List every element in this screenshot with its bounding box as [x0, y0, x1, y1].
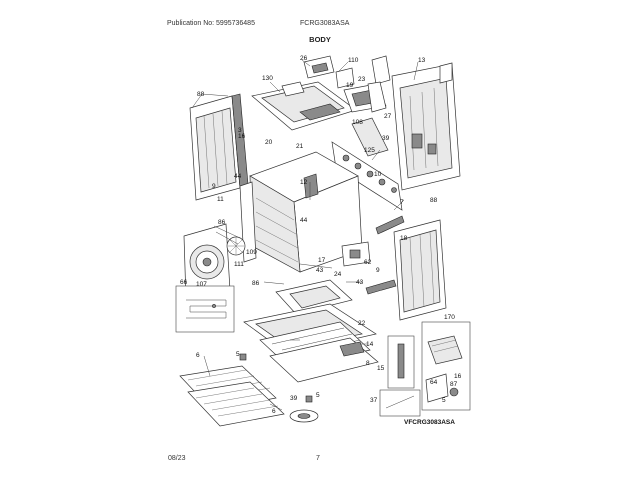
callout-39b: 39 — [290, 395, 298, 402]
callout-14: 14 — [366, 341, 374, 348]
callout-27: 27 — [384, 113, 392, 120]
bottom-burner-pan — [243, 303, 379, 383]
rear-back-panel — [391, 62, 461, 191]
callout-17: 17 — [318, 257, 326, 264]
callout-labels: 88 3 16 9 44 11 86 111 109 107 66 130 26… — [180, 55, 462, 426]
callout-110: 110 — [348, 57, 359, 64]
callout-5: 5 — [236, 351, 240, 358]
callout-16b: 16 — [454, 373, 462, 380]
callout-18: 18 — [400, 235, 408, 242]
callout-23: 23 — [358, 76, 366, 83]
top-cover — [251, 81, 357, 131]
control-panel — [331, 141, 403, 211]
model-number: FCRG3083ASA — [300, 20, 350, 27]
callout-37: 37 — [370, 397, 378, 404]
callout-62: 62 — [364, 259, 372, 266]
bottom-baffle — [263, 263, 362, 315]
footer-page-number: 7 — [316, 455, 320, 462]
callout-5c: 5 — [442, 397, 446, 404]
callout-6: 6 — [196, 352, 200, 359]
broil-element-inset — [175, 285, 235, 333]
callout-26: 26 — [300, 55, 308, 62]
hinge-inset — [421, 321, 471, 411]
callout-64: 64 — [430, 379, 438, 386]
callout-88b: 88 — [430, 197, 438, 204]
callout-22: 22 — [358, 320, 366, 327]
callout-170: 170 — [444, 314, 455, 321]
callout-9: 9 — [212, 183, 216, 190]
callout-86: 86 — [218, 219, 226, 226]
callout-39: 39 — [382, 135, 390, 142]
callout-86b: 86 — [252, 280, 260, 287]
callout-109: 109 — [246, 249, 257, 256]
footer-date: 08/23 — [168, 455, 186, 462]
publication-number: Publication No: 5995736485 — [167, 20, 255, 27]
callout-44: 44 — [234, 173, 242, 180]
convection-fan-assembly — [183, 223, 246, 301]
callout-5b: 5 — [316, 392, 320, 399]
callout-111: 111 — [234, 261, 244, 268]
callout-8: 8 — [366, 360, 370, 367]
callout-24: 24 — [334, 271, 342, 278]
small-hardware — [239, 353, 319, 423]
callout-10: 10 — [374, 171, 382, 178]
right-side-panel — [341, 215, 447, 321]
callout-20: 20 — [265, 139, 273, 146]
callout-107: 107 — [196, 281, 207, 288]
callout-108: 108 — [352, 119, 363, 126]
callout-21: 21 — [296, 143, 304, 150]
callout-87: 87 — [450, 381, 458, 388]
callout-12: 12 — [300, 179, 308, 186]
callout-16: 16 — [238, 133, 246, 140]
callout-6b: 6 — [272, 408, 276, 415]
callout-66: 66 — [180, 279, 188, 286]
callout-13: 13 — [418, 57, 426, 64]
left-side-panel — [189, 93, 249, 201]
callout-9b: 9 — [376, 267, 380, 274]
door-light-inset — [387, 335, 415, 389]
callout-7: 7 — [400, 199, 404, 206]
callout-3: 3 — [238, 127, 242, 134]
callout-11: 11 — [217, 196, 224, 203]
top-brackets — [303, 55, 391, 157]
callout-130: 130 — [262, 75, 273, 82]
callout-43b: 43 — [356, 279, 364, 286]
callout-44b: 44 — [300, 217, 308, 224]
harness-inset — [379, 389, 421, 417]
section-title: BODY — [309, 35, 331, 44]
oven-racks — [179, 365, 285, 427]
diagram-code: VFCRG3083ASA — [404, 419, 455, 426]
leader-lines — [191, 59, 419, 411]
callout-88: 88 — [197, 91, 205, 98]
callout-15: 15 — [377, 365, 385, 372]
callout-43: 43 — [316, 267, 324, 274]
callout-125: 125 — [364, 147, 375, 154]
callout-19: 19 — [346, 82, 354, 89]
